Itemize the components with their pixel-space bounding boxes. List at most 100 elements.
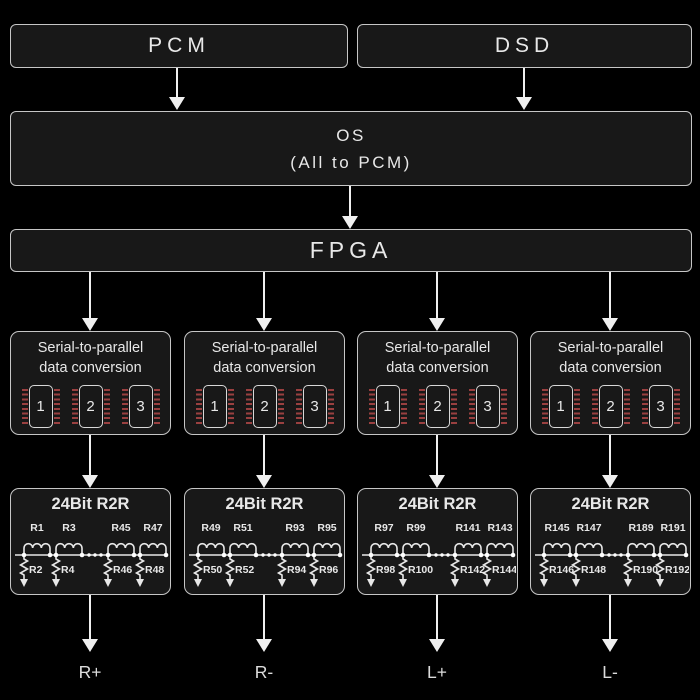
arrow-serial-to-r2r-2 [263,435,265,475]
serial-line2: data conversion [39,359,142,376]
dsd-input-box: DSD [357,24,692,68]
junction-dots [541,552,689,558]
arrow-pcm-to-os [176,68,178,97]
chip-icon: 2 [71,385,110,428]
serial-block-text: Serial-to-parallel data conversion [38,339,144,378]
chip-icon: 1 [21,385,60,428]
serial-block-3: Serial-to-parallel data conversion 1 2 3 [357,331,518,435]
resistor-label: R142 [460,564,485,576]
chip-icon: 1 [195,385,234,428]
os-box-text: OS (All to PCM) [290,122,412,176]
output-label-l-minus: L- [602,662,618,682]
shunt-resistor-symbols [18,555,146,587]
output-label-r-plus: R+ [78,662,102,682]
r2r-block-3: 24Bit R2R R97 R99 [357,488,518,595]
resistor-label: R141 [455,522,480,534]
resistor-label: R191 [660,522,685,534]
resistor-label: R143 [487,522,512,534]
resistor-label: R3 [62,522,76,534]
os-line2: (All to PCM) [290,152,412,172]
chip-row: 1 2 3 [21,385,160,428]
resistor-label: R95 [317,522,336,534]
serial-line2: data conversion [386,359,489,376]
serial-line2: data conversion [213,359,316,376]
chip-icon: 2 [418,385,457,428]
resistor-label: R93 [285,522,304,534]
r2r-network-svg: R97 R99 R141 R143 R98 R100 R142 R144 [362,522,516,587]
chip-row: 1 2 3 [195,385,334,428]
chip-icon: 1 [541,385,580,428]
resistor-label: R47 [143,522,162,534]
chip-icon: 1 [368,385,407,428]
resistor-label: R2 [29,564,43,576]
serial-line1: Serial-to-parallel [384,340,491,356]
output-label-r-minus: R- [254,662,274,682]
pcm-input-box: PCM [10,24,348,68]
junction-dots [21,552,169,558]
arrow-os-to-fpga [349,186,351,216]
resistor-label: R144 [492,564,516,576]
junction-dots [368,552,516,558]
serial-block-2: Serial-to-parallel data conversion 1 2 3 [184,331,345,435]
junction-dots [195,552,343,558]
series-resistor-symbols [23,542,167,555]
serial-block-text: Serial-to-parallel data conversion [558,339,664,378]
serial-line1: Serial-to-parallel [557,340,664,356]
fpga-box: FPGA [10,229,692,272]
resistor-label: R97 [374,522,393,534]
series-resistor-symbols [370,542,514,555]
resistor-label: R50 [203,564,222,576]
chip-icon: 3 [468,385,507,428]
arrow-output-l-minus [609,595,611,639]
arrow-output-l-plus [436,595,438,639]
os-box: OS (All to PCM) [10,111,692,186]
resistor-label: R146 [549,564,574,576]
serial-line1: Serial-to-parallel [37,340,144,356]
resistor-label: R100 [408,564,433,576]
resistor-label: R46 [113,564,132,576]
resistor-label: R99 [406,522,425,534]
r2r-title: 24Bit R2R [51,495,130,513]
chip-icon: 3 [121,385,160,428]
resistor-label: R45 [111,522,130,534]
r2r-title: 24Bit R2R [225,495,304,513]
r2r-title: 24Bit R2R [398,495,477,513]
resistor-label: R4 [61,564,75,576]
resistor-label: R147 [576,522,601,534]
resistor-label: R192 [665,564,689,576]
series-resistor-symbols [543,542,687,555]
chip-icon: 2 [245,385,284,428]
resistor-label: R49 [201,522,220,534]
serial-block-1: Serial-to-parallel data conversion 1 2 3 [10,331,171,435]
r2r-block-2: 24Bit R2R R49 R51 [184,488,345,595]
resistor-label: R96 [319,564,338,576]
arrow-serial-to-r2r-4 [609,435,611,475]
r2r-network-svg: R1 R3 R45 R47 R2 R4 R46 R48 [15,522,169,587]
r2r-title: 24Bit R2R [571,495,650,513]
r2r-network-svg: R145 R147 R189 R191 R146 R148 R190 R192 [535,522,689,587]
arrow-output-r-minus [263,595,265,639]
serial-line1: Serial-to-parallel [211,340,318,356]
serial-block-text: Serial-to-parallel data conversion [385,339,491,378]
resistor-label: R51 [233,522,252,534]
resistor-label: R189 [628,522,653,534]
chip-row: 1 2 3 [368,385,507,428]
serial-block-text: Serial-to-parallel data conversion [212,339,318,378]
arrow-fpga-to-serial-2 [263,272,265,318]
resistor-label: R1 [30,522,44,534]
os-line1: OS [336,125,366,145]
r2r-block-1: 24Bit R2R R1 R3 [10,488,171,595]
r2r-network-svg: R49 R51 R93 R95 R50 R52 R94 R96 [189,522,343,587]
resistor-label: R145 [544,522,569,534]
series-resistor-symbols [197,542,341,555]
resistor-label: R98 [376,564,395,576]
chip-icon: 3 [295,385,334,428]
output-label-l-plus: L+ [427,662,447,682]
resistor-label: R148 [581,564,606,576]
arrow-dsd-to-os [523,68,525,97]
r2r-block-4: 24Bit R2R R145 R1 [530,488,691,595]
chip-row: 1 2 3 [541,385,680,428]
arrow-output-r-plus [89,595,91,639]
resistor-label: R190 [633,564,658,576]
